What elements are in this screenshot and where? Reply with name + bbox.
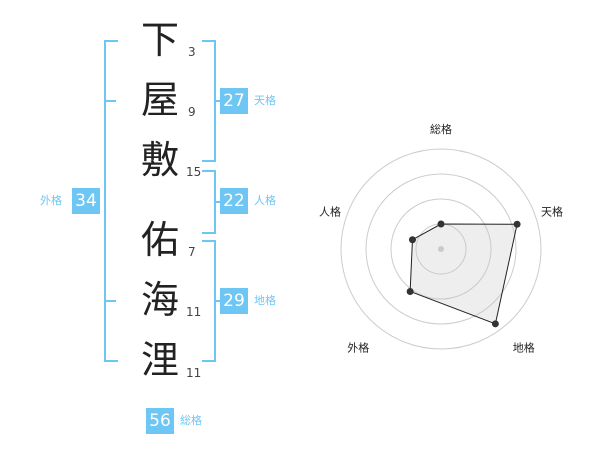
soukaku-label: 総格 (180, 414, 202, 427)
radar-data-point (513, 220, 521, 228)
name-char-5: 海 (140, 278, 179, 322)
stroke-count-3: 15 (186, 165, 202, 179)
radar-axis-label: 人格 (319, 204, 341, 218)
radar-grid-ring (390, 198, 492, 300)
tenkaku-value: 27 (220, 88, 248, 114)
jinkaku-connector (214, 201, 222, 203)
stroke-count-5: 11 (186, 305, 202, 319)
tenkaku-label: 天格 (254, 94, 276, 107)
radar-data-point (406, 287, 414, 295)
name-char-2: 屋 (140, 78, 179, 122)
radar-axis-label: 総格 (430, 122, 452, 136)
stroke-count-6: 11 (186, 366, 202, 380)
radar-center-dot (438, 246, 444, 252)
stroke-count-2: 9 (188, 105, 196, 119)
soukaku-value: 56 (146, 408, 174, 434)
chikaku-value: 29 (220, 288, 248, 314)
radar-axis-label: 地格 (513, 341, 535, 355)
radar-data-point (408, 236, 416, 244)
radar-axis-label: 天格 (541, 204, 563, 218)
chikaku-connector (214, 300, 222, 302)
radar-data-polygon (409, 223, 518, 325)
name-char-3: 敷 (140, 138, 179, 182)
name-char-4: 佑 (140, 218, 179, 262)
jinkaku-label: 人格 (254, 194, 276, 207)
radar-grid-ring (340, 148, 542, 350)
radar-data-point (491, 320, 499, 328)
gaikaku-value: 34 (72, 188, 100, 214)
gaikaku-bracket-tick (104, 100, 116, 102)
gaikaku-label: 外格 (40, 194, 62, 207)
stroke-count-4: 7 (188, 245, 196, 259)
stroke-count-1: 3 (188, 45, 196, 59)
chikaku-label: 地格 (254, 294, 276, 307)
tenkaku-connector (214, 100, 222, 102)
radar-data-point (437, 220, 445, 228)
gaikaku-bracket-tick (104, 300, 116, 302)
name-char-6: 浬 (140, 338, 179, 382)
gaikaku-bracket (104, 40, 118, 362)
name-char-1: 下 (140, 18, 179, 62)
radar-grid-ring (365, 173, 517, 325)
jinkaku-value: 22 (220, 188, 248, 214)
radar-axis-label: 外格 (347, 341, 369, 355)
